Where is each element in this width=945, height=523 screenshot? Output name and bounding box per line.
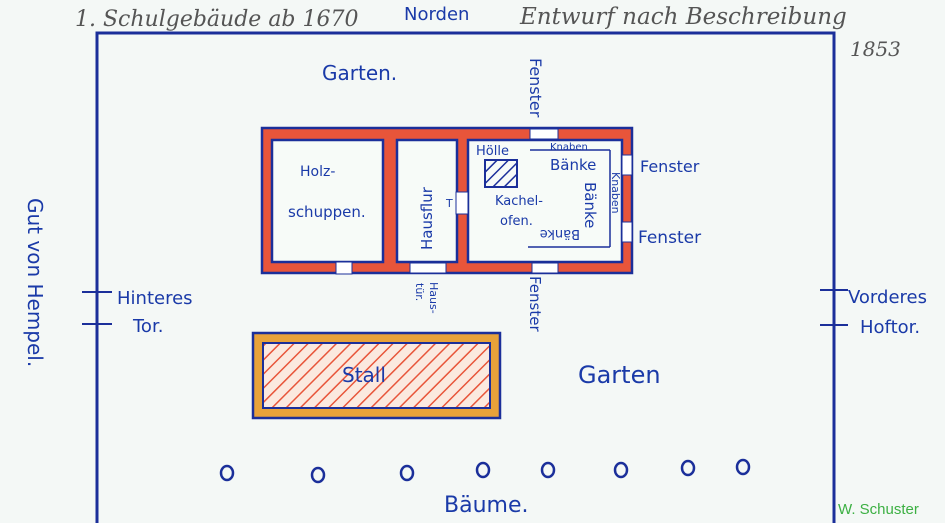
garden-top-label: Garten. bbox=[322, 61, 397, 85]
stable-label: Stall bbox=[342, 363, 386, 387]
window-top bbox=[529, 128, 559, 140]
credit: W. Schuster bbox=[838, 501, 919, 518]
window-top-label: Fenster bbox=[526, 58, 545, 118]
north-label: Norden bbox=[404, 4, 469, 25]
tree-icon bbox=[399, 464, 415, 482]
stove-label-2: ofen. bbox=[500, 214, 533, 229]
boys-label-2: Knaben bbox=[609, 172, 622, 214]
trees-label: Bäume. bbox=[444, 493, 528, 518]
shed-label-2: schuppen. bbox=[288, 203, 366, 221]
tree-icon bbox=[680, 459, 696, 477]
header: 1. Schulgebäude ab 1670 Norden Entwurf n… bbox=[75, 4, 901, 61]
front-gate-label-2: Hoftor. bbox=[860, 317, 920, 338]
gate-marks bbox=[82, 289, 848, 326]
tree-icon bbox=[475, 461, 491, 479]
window-right-1 bbox=[621, 154, 633, 176]
year: 1853 bbox=[850, 37, 901, 61]
tree-icon bbox=[310, 466, 326, 484]
stove-icon bbox=[484, 159, 518, 188]
trees bbox=[219, 458, 751, 484]
rear-gate-label-2: Tor. bbox=[132, 316, 163, 337]
hoelle-label: Hölle bbox=[476, 144, 509, 159]
rear-gate-label-1: Hinteres bbox=[117, 288, 193, 309]
front-gate-label-1: Vorderes bbox=[848, 287, 927, 308]
room-hausflur bbox=[395, 138, 459, 264]
window-right-label-2: Fenster bbox=[638, 228, 701, 248]
tree-icon bbox=[540, 461, 556, 479]
window-right-label-1: Fenster bbox=[640, 157, 700, 176]
title: 1. Schulgebäude ab 1670 bbox=[75, 7, 359, 32]
window-bottom bbox=[531, 262, 559, 274]
benches-label-3: Bänke bbox=[540, 226, 580, 241]
hallway-label: Hausflur bbox=[418, 186, 436, 250]
door-label-1: Haus- bbox=[427, 282, 440, 314]
boys-label-1: Knaben bbox=[550, 142, 588, 153]
tree-icon bbox=[219, 464, 235, 482]
tree-icon bbox=[613, 461, 629, 479]
shed-label-1: Holz- bbox=[300, 164, 335, 180]
property-border bbox=[95, 31, 836, 523]
building-labels: Holz- schuppen. Hausflur T Hölle Kachel-… bbox=[288, 142, 622, 250]
outside-labels: Fenster Fenster Fenster Haus- tür. Hinte… bbox=[23, 157, 927, 389]
estate-label: Gut von Hempel. bbox=[23, 198, 47, 367]
tree-icon bbox=[735, 458, 751, 476]
garden-right-label: Garten bbox=[578, 361, 661, 389]
front-door bbox=[409, 262, 447, 274]
benches-label-1: Bänke bbox=[550, 156, 596, 174]
window-bottom-label: Fenster bbox=[526, 276, 544, 332]
inner-door bbox=[455, 191, 469, 215]
room-holzschuppen bbox=[270, 138, 385, 264]
window-right-2 bbox=[621, 221, 633, 243]
stove-label-1: Kachel- bbox=[495, 194, 543, 209]
stable: Stall bbox=[251, 331, 502, 420]
door-mark: T bbox=[445, 197, 453, 210]
door-label-2: tür. bbox=[413, 283, 426, 301]
school-building bbox=[260, 126, 634, 275]
shed-door bbox=[335, 261, 353, 275]
subtitle: Entwurf nach Beschreibung bbox=[519, 4, 847, 30]
benches-label-2: Bänke bbox=[581, 182, 599, 228]
